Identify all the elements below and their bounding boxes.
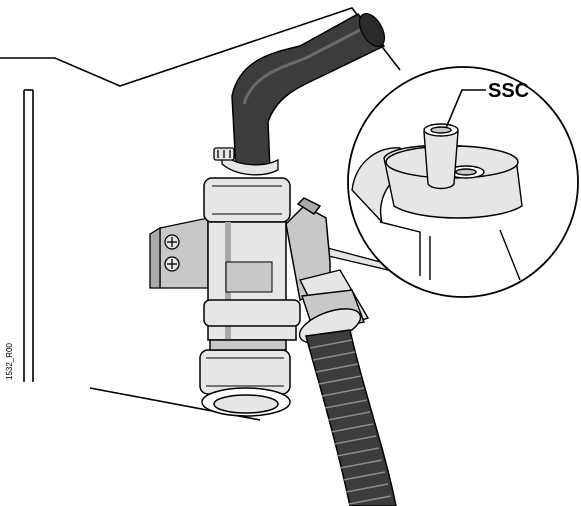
trap-body bbox=[199, 177, 331, 417]
drain-pipe bbox=[231, 13, 386, 171]
corrugated-hose bbox=[305, 329, 397, 506]
ssc-callout-label: SSC bbox=[488, 80, 529, 102]
detail-contents bbox=[351, 123, 523, 281]
figure-id-label: 1532_R00 bbox=[5, 343, 14, 380]
detail-magnifier bbox=[347, 66, 579, 298]
mounting-bracket bbox=[149, 217, 389, 289]
ssc-callout: SSC bbox=[445, 80, 529, 129]
hose-clamp bbox=[213, 147, 279, 176]
hose-connector bbox=[298, 269, 370, 344]
